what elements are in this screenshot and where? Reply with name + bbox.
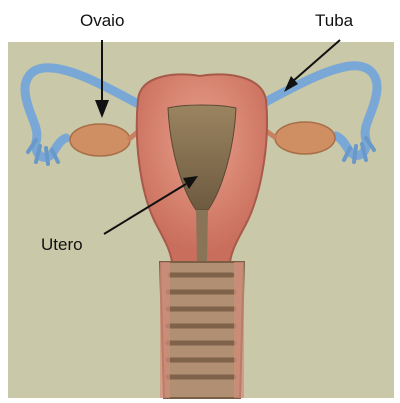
ovary-label: Ovaio: [80, 11, 124, 31]
right-ovary: [275, 122, 335, 154]
left-ovary: [70, 124, 130, 156]
tube-label: Tuba: [315, 11, 353, 31]
vagina-outer-wall-right: [234, 262, 244, 398]
vaginal-walls: [168, 275, 234, 377]
cervical-canal: [196, 210, 208, 262]
uterus-label: Utero: [41, 235, 83, 255]
vagina-outer-wall: [160, 262, 170, 398]
